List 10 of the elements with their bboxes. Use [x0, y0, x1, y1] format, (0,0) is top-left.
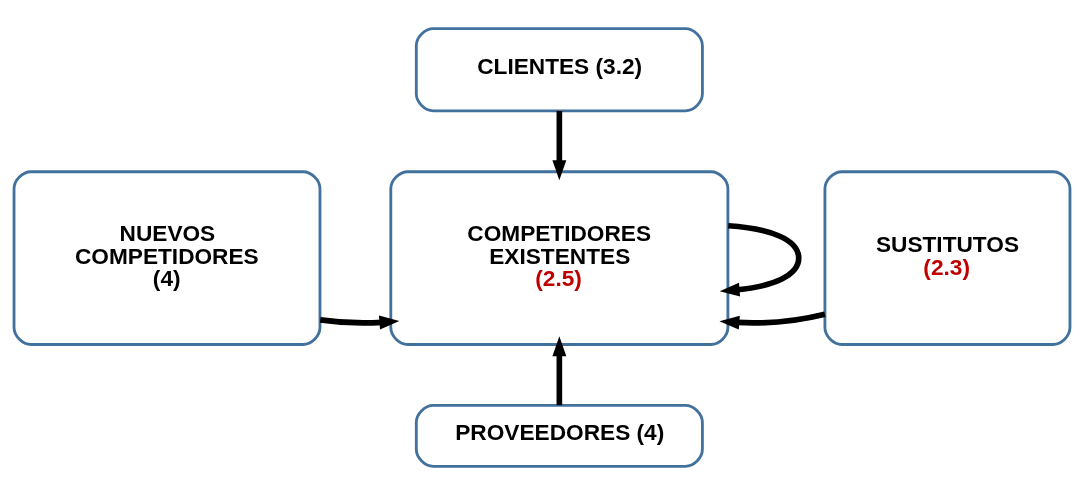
- node-box: CLIENTES (3.2): [414, 27, 704, 113]
- arrow: [552, 336, 567, 406]
- arrow: [319, 315, 400, 330]
- arrow: [719, 222, 802, 297]
- node-box: COMPETIDORES EXISTENTES (2.5): [389, 170, 730, 346]
- node-box: SUSTITUTOS (2.3): [823, 170, 1072, 346]
- node-box: NUEVOS COMPETIDORES (4): [12, 170, 322, 346]
- node-box: PROVEEDORES (4): [414, 404, 704, 468]
- arrow: [552, 110, 567, 181]
- arrow: [719, 311, 826, 330]
